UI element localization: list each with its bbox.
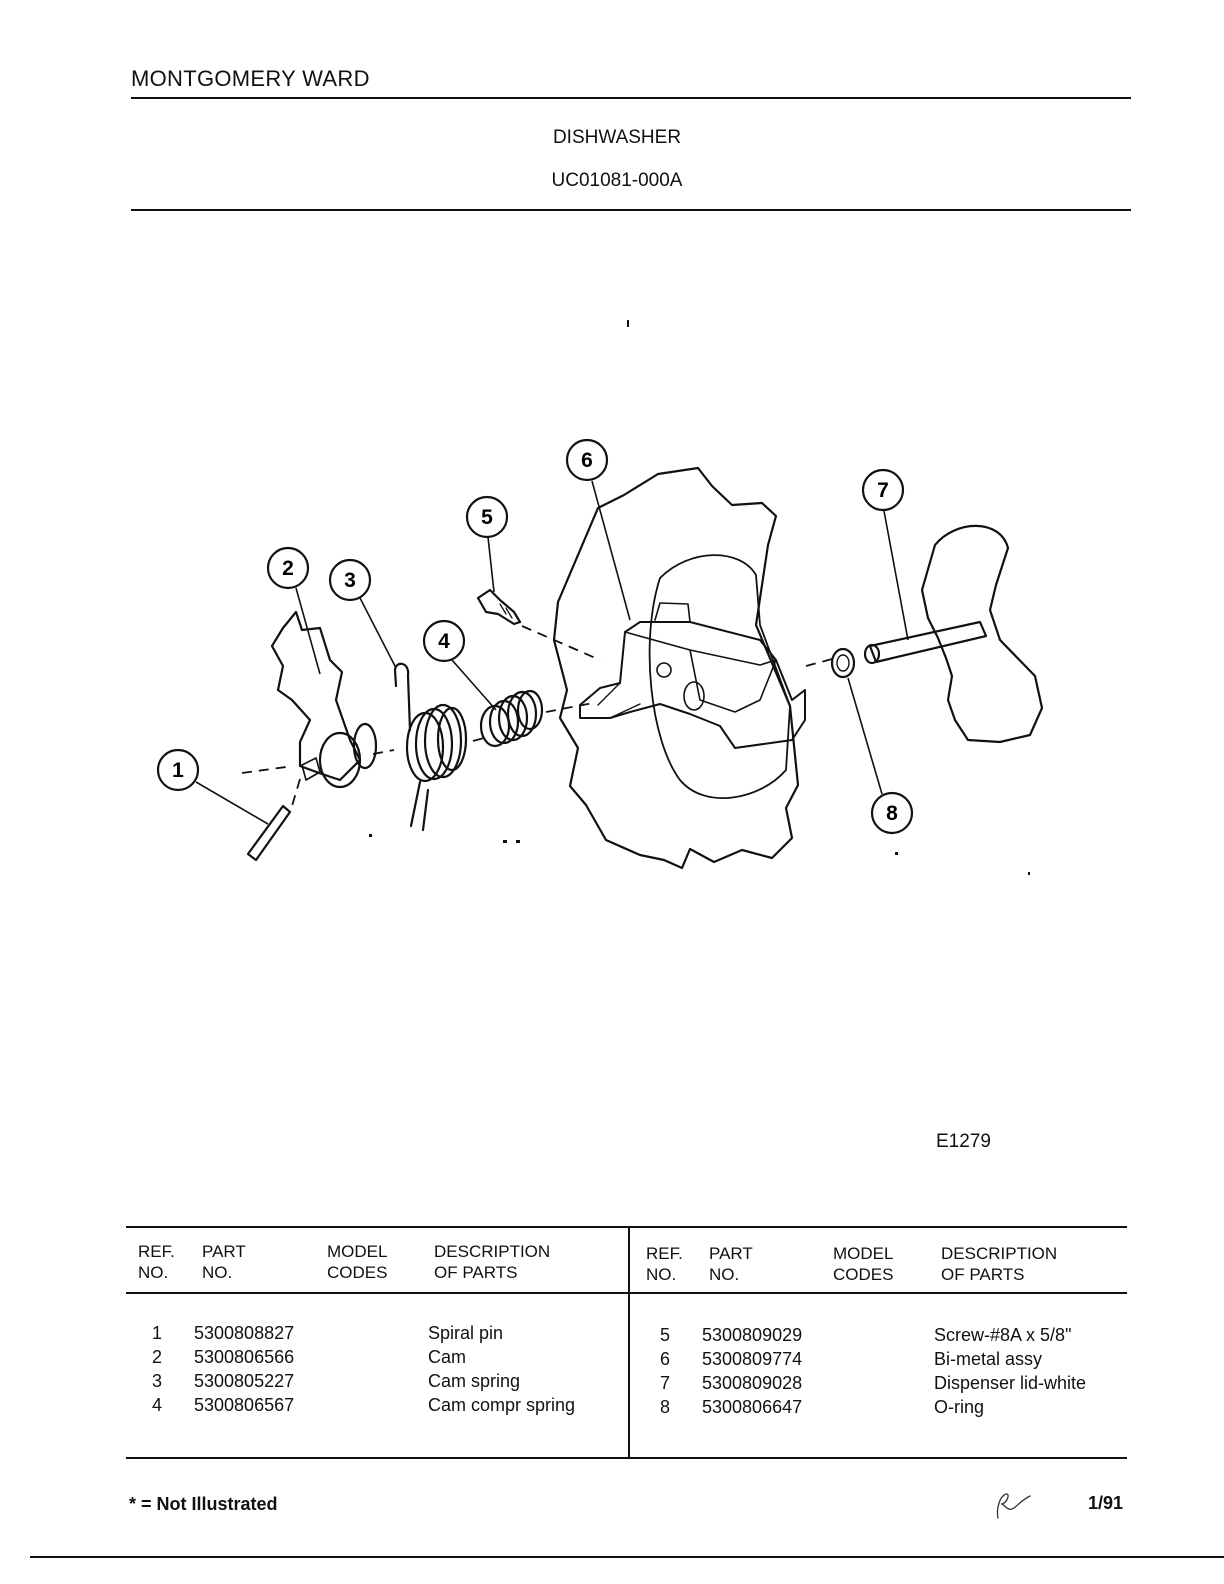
svg-text:8: 8 [886,802,898,825]
o-ring-part [830,647,856,679]
dispenser-lid [920,524,1044,744]
figure-code: E1279 [936,1131,991,1152]
callout-7: 7 [861,468,905,512]
header-rule-bottom [131,209,1131,211]
screw-part [476,588,522,626]
not-illustrated-note: * = Not Illustrated [129,1494,278,1514]
header-rule-top [131,97,1131,99]
cam-part [270,610,362,782]
callout-8: 8 [870,791,914,835]
page-date: 1/91 [1088,1493,1124,1513]
dispenser-panel-outline [552,466,800,870]
callout-4: 4 [422,619,466,663]
cam-spring [393,662,468,832]
footer-rule [30,1556,1224,1558]
svg-text:6: 6 [581,449,593,472]
svg-text:3: 3 [344,569,356,592]
svg-text:2: 2 [282,557,294,580]
callout-6: 6 [565,438,609,482]
model-number: UC01081-000A [551,170,683,191]
handwritten-initials [996,1493,1031,1519]
svg-text:7: 7 [877,479,889,502]
callout-3: 3 [328,558,372,602]
callout-2: 2 [266,546,310,590]
spiral-pin [246,804,292,862]
svg-text:4: 4 [438,630,450,653]
product-title: DISHWASHER [552,127,682,148]
cam-compr-spring [479,689,544,748]
header-ref-right: REF.NO. [646,1244,683,1284]
dispenser-inner-disc [648,554,791,800]
table-divider [628,1226,630,1459]
bimetal-assembly [579,621,806,749]
callout-5: 5 [465,495,509,539]
header-ref: REF.NO. [138,1242,175,1282]
table-rule-bottom [126,1457,1127,1459]
callout-1: 1 [156,748,200,792]
dispenser-lid-shaft [868,620,988,664]
exploded-parts-diagram: 1 2 3 4 5 6 7 8 [156,320,1044,875]
svg-text:1: 1 [172,759,184,782]
brand-name: MONTGOMERY WARD [131,66,370,91]
table-rule-top [126,1226,1127,1228]
table-rule-header [126,1292,1127,1294]
svg-text:5: 5 [481,506,493,529]
